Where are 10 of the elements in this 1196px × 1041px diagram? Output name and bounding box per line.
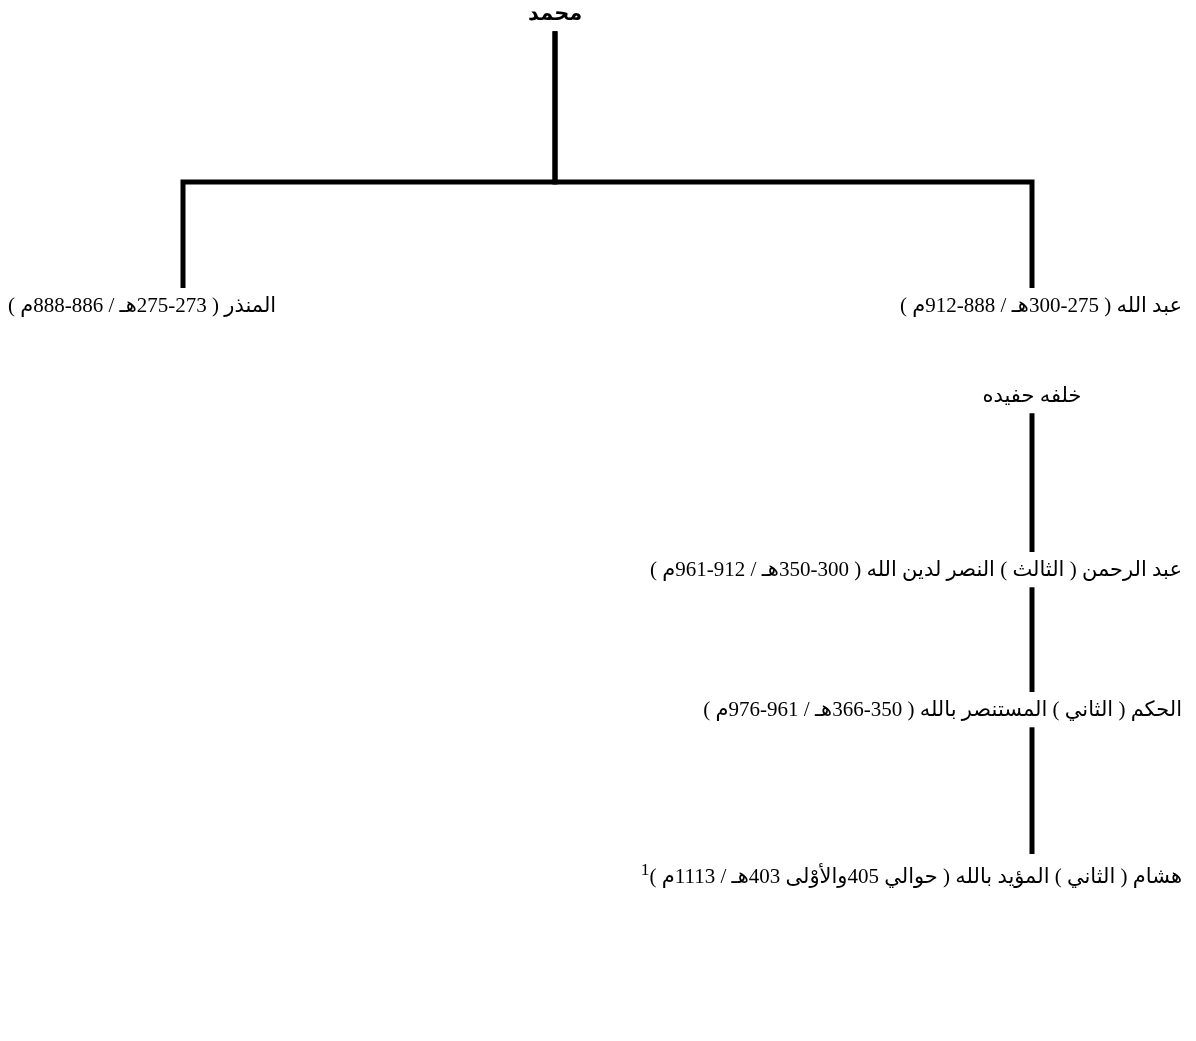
person-name: محمد bbox=[528, 0, 583, 28]
connector-line bbox=[1029, 727, 1035, 854]
person-name: عبد الله ( 275-300هـ / 888-912م ) bbox=[900, 292, 1182, 320]
note-text: خلفه حفيده bbox=[982, 382, 1082, 410]
connector-line bbox=[180, 31, 558, 288]
connector-line bbox=[1029, 587, 1035, 692]
connector-line bbox=[1029, 413, 1035, 552]
person-name: عبد الرحمن ( الثالث ) النصر لدين الله ( 300-350هـ / 912-961م ) bbox=[650, 556, 1182, 584]
person-name: المنذر ( 273-275هـ / 886-888م ) bbox=[8, 292, 277, 320]
person-name: الحكم ( الثاني ) المستنصر بالله ( 350-366هـ / 961-976م ) bbox=[703, 696, 1182, 724]
